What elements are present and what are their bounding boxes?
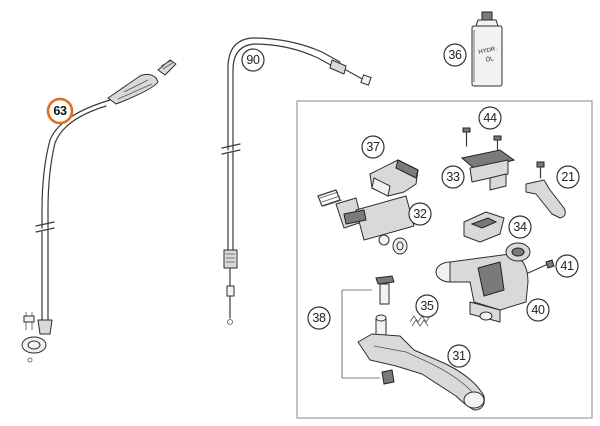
callout-41[interactable]: 41 <box>555 254 579 278</box>
bottle-label-line2: ÖL <box>485 55 495 64</box>
callout-41-label: 41 <box>560 259 574 273</box>
screws-44 <box>462 127 502 155</box>
callout-40-label: 40 <box>531 303 545 317</box>
callout-35[interactable]: 35 <box>415 294 439 318</box>
callout-32-label: 32 <box>413 207 427 221</box>
pivot-bolt-38 <box>341 275 395 385</box>
cable-90 <box>221 37 372 325</box>
callout-37-label: 37 <box>366 140 380 154</box>
cover-34 <box>463 211 505 243</box>
callout-63[interactable]: 63 <box>46 97 74 125</box>
callout-63-label: 63 <box>53 104 67 118</box>
callout-21[interactable]: 21 <box>556 165 580 189</box>
assembly-frame <box>296 100 593 419</box>
callout-35-label: 35 <box>420 299 434 313</box>
callout-21-label: 21 <box>561 170 575 184</box>
callout-90-label: 90 <box>246 53 260 67</box>
screw-41 <box>525 259 555 275</box>
bottle-label-line1: HYDR. <box>478 46 498 56</box>
piston-32 <box>317 189 415 255</box>
cable-63 <box>21 59 177 363</box>
callout-31-label: 31 <box>452 349 466 363</box>
callout-37[interactable]: 37 <box>361 135 385 159</box>
callout-34[interactable]: 34 <box>508 215 532 239</box>
callout-36-label: 36 <box>448 48 462 62</box>
lever-31 <box>357 333 485 411</box>
callout-90[interactable]: 90 <box>241 48 265 72</box>
callout-38[interactable]: 38 <box>307 306 331 330</box>
callout-38-label: 38 <box>312 311 326 325</box>
callout-33[interactable]: 33 <box>441 165 465 189</box>
callout-34-label: 34 <box>513 220 527 234</box>
oil-bottle-36 <box>471 11 503 87</box>
reservoir-cap-33 <box>460 149 516 191</box>
spring-35 <box>409 315 431 327</box>
callout-36[interactable]: 36 <box>443 43 467 67</box>
callout-44-label: 44 <box>483 111 497 125</box>
master-cylinder-40 <box>435 242 531 323</box>
adjuster-21 <box>525 161 566 219</box>
callout-33-label: 33 <box>446 170 460 184</box>
callout-40[interactable]: 40 <box>526 298 550 322</box>
callout-31[interactable]: 31 <box>447 344 471 368</box>
callout-32[interactable]: 32 <box>408 202 432 226</box>
callout-44[interactable]: 44 <box>478 106 502 130</box>
clamp-37 <box>369 159 419 197</box>
